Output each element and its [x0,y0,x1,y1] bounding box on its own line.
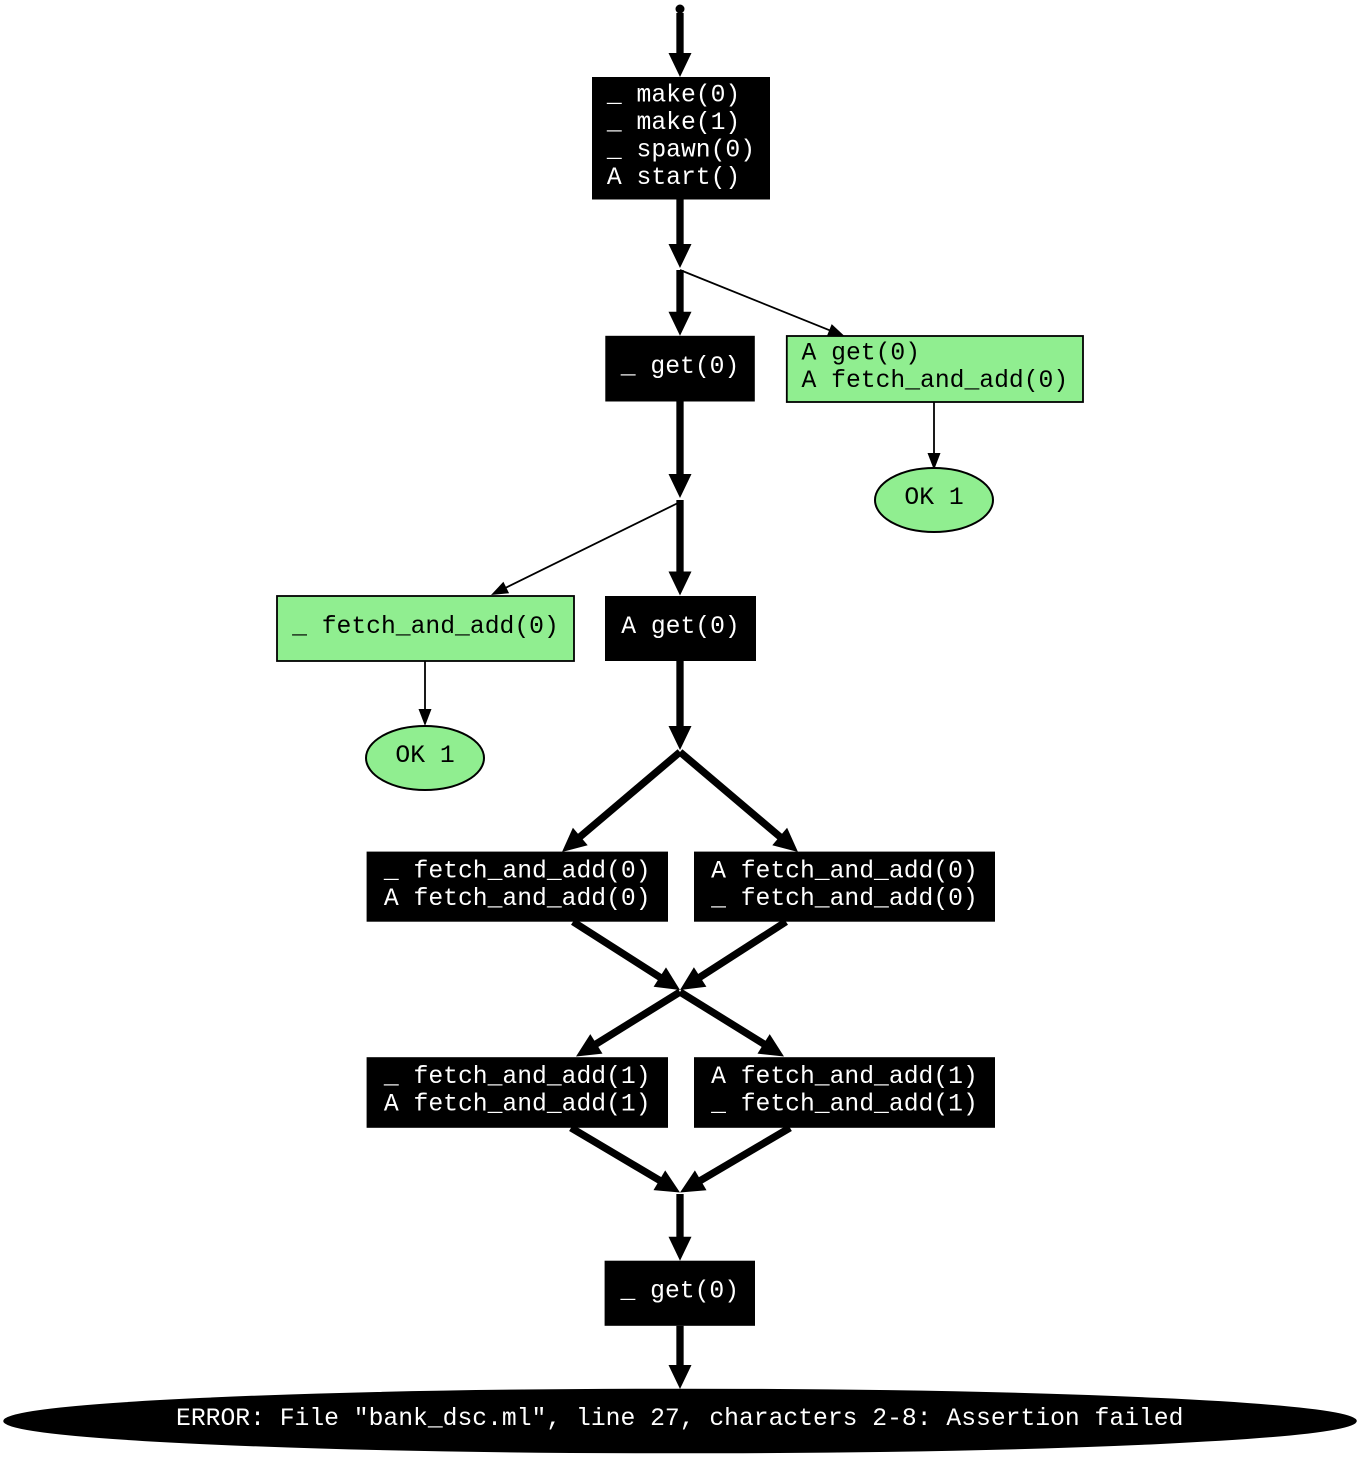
svg-text:_ get(0): _ get(0) [620,353,740,381]
svg-text:_ spawn(0): _ spawn(0) [606,136,755,164]
svg-text:_ get(0): _ get(0) [620,1278,740,1306]
svg-text:_ fetch_and_add(0): _ fetch_and_add(0) [291,613,559,641]
svg-text:A start(): A start() [607,164,740,192]
svg-text:A fetch_and_add(1): A fetch_and_add(1) [711,1063,978,1091]
svg-text:A fetch_and_add(0): A fetch_and_add(0) [384,885,651,913]
svg-text:OK 1: OK 1 [395,742,454,770]
svg-text:_ fetch_and_add(0): _ fetch_and_add(0) [383,857,651,885]
svg-text:A fetch_and_add(0): A fetch_and_add(0) [711,857,978,885]
svg-text:ERROR: File "bank_dsc.ml", lin: ERROR: File "bank_dsc.ml", line 27, char… [176,1405,1183,1433]
svg-text:A get(0): A get(0) [621,613,740,641]
svg-text:_ fetch_and_add(1): _ fetch_and_add(1) [383,1063,651,1091]
svg-text:A get(0): A get(0) [802,340,921,368]
svg-text:OK 1: OK 1 [904,484,963,512]
svg-text:_ make(0): _ make(0) [606,81,740,109]
svg-text:_ fetch_and_add(1): _ fetch_and_add(1) [710,1091,978,1119]
svg-text:A fetch_and_add(1): A fetch_and_add(1) [384,1091,651,1119]
svg-text:_ make(1): _ make(1) [606,109,740,137]
svg-text:A fetch_and_add(0): A fetch_and_add(0) [802,367,1069,395]
svg-text:_ fetch_and_add(0): _ fetch_and_add(0) [710,885,978,913]
